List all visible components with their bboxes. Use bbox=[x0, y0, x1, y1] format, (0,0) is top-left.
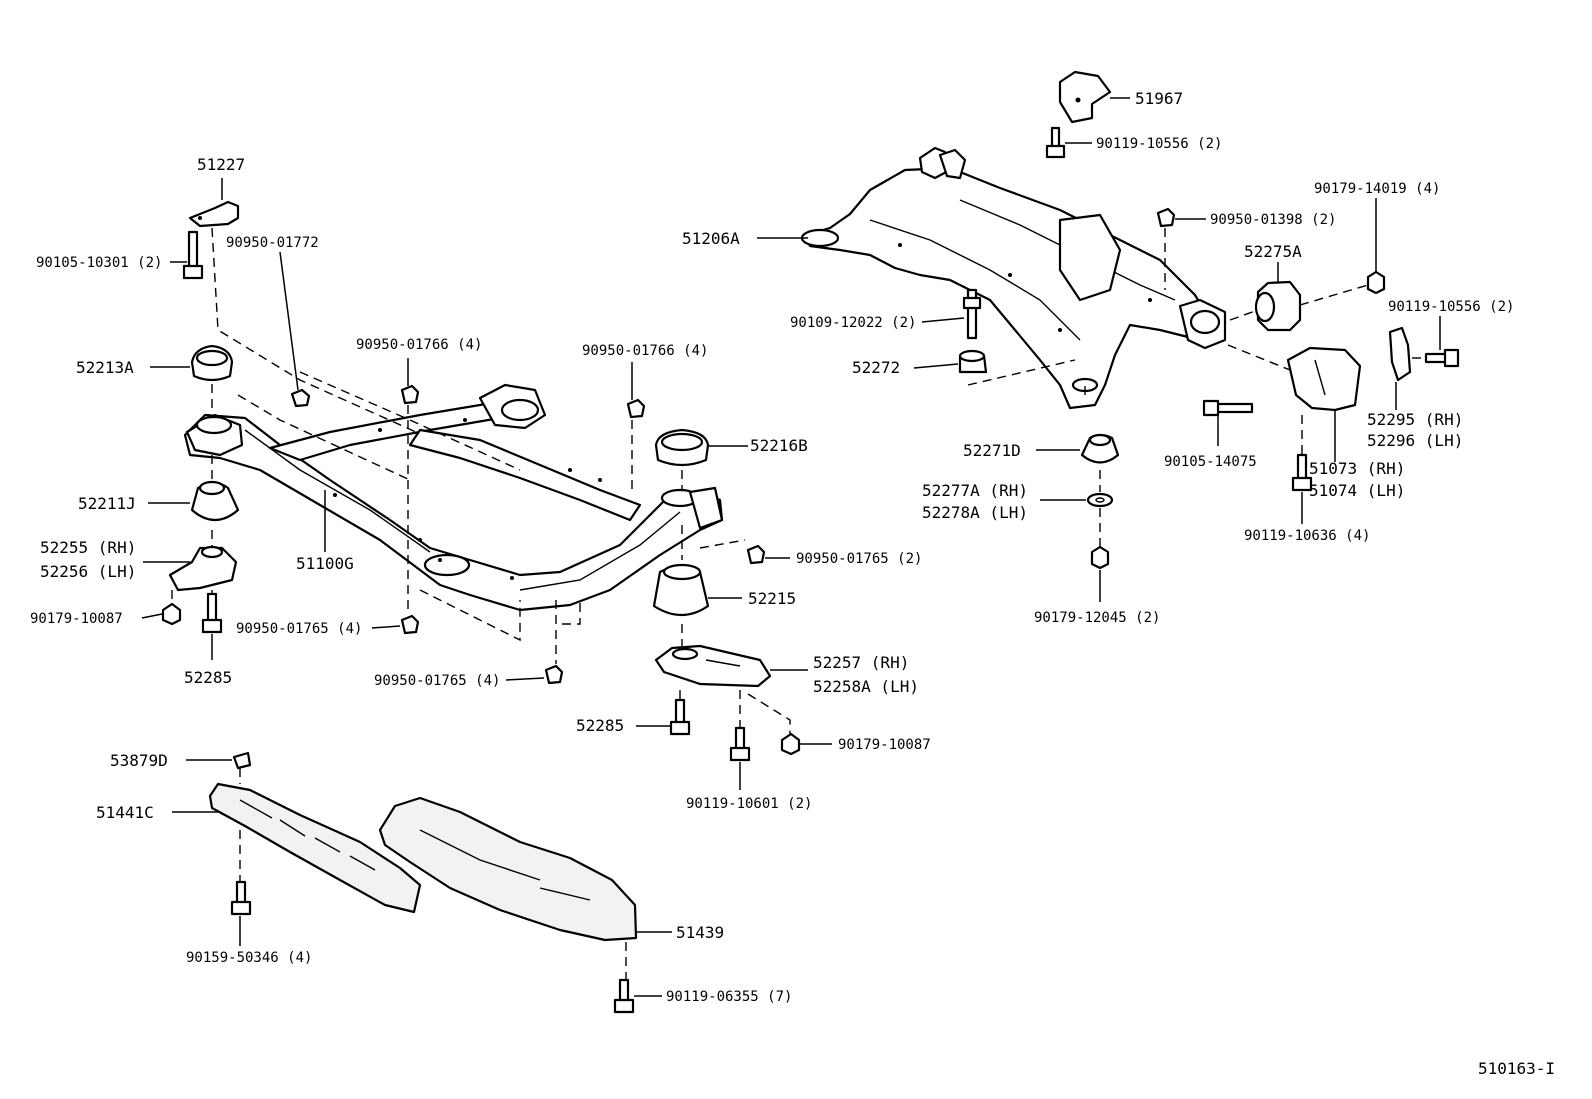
label-90109-12022[interactable]: 90109-12022 (2) bbox=[790, 315, 916, 331]
rear-crossmember-51206a[interactable] bbox=[800, 146, 1227, 410]
rear-assembly-lines bbox=[967, 228, 1426, 547]
label-52278a[interactable]: 52278A (LH) bbox=[922, 503, 1028, 522]
label-90950-01766-right[interactable]: 90950-01766 (4) bbox=[582, 343, 708, 359]
bracket-51967[interactable] bbox=[1058, 70, 1112, 124]
diagram-id: 510163-I bbox=[1478, 1059, 1555, 1078]
nut-90179-10087-right[interactable] bbox=[780, 732, 801, 756]
label-90119-10556-top[interactable]: 90119-10556 (2) bbox=[1096, 136, 1222, 152]
label-52216b[interactable]: 52216B bbox=[750, 436, 808, 455]
washer-52277a[interactable] bbox=[1086, 492, 1114, 508]
front-mount-cushion-upper-52213a[interactable] bbox=[190, 344, 234, 382]
bracket-52295[interactable] bbox=[1388, 326, 1412, 382]
label-51074[interactable]: 51074 (LH) bbox=[1309, 481, 1405, 500]
bolt-90119-10636[interactable] bbox=[1291, 453, 1313, 492]
front-mount-cushion-lower-52211j[interactable] bbox=[190, 480, 240, 522]
cover-assembly-lines bbox=[239, 768, 627, 980]
nut-90179-12045[interactable] bbox=[1090, 545, 1110, 570]
bolt-90119-10601[interactable] bbox=[729, 726, 751, 762]
part-labels: 51227 90105-10301 (2) 90950-01772 52213A… bbox=[30, 89, 1555, 1078]
nut-90950-01766-right[interactable] bbox=[626, 398, 646, 419]
label-52255[interactable]: 52255 (RH) bbox=[40, 538, 136, 557]
bolt-90119-06355[interactable] bbox=[613, 978, 635, 1014]
nut-90179-14019[interactable] bbox=[1366, 270, 1386, 295]
label-90119-10636[interactable]: 90119-10636 (4) bbox=[1244, 528, 1370, 544]
front-stopper-52255[interactable] bbox=[168, 545, 238, 592]
nut-90950-01765-c[interactable] bbox=[746, 544, 766, 565]
label-52211j[interactable]: 52211J bbox=[78, 494, 136, 513]
engine-under-cover-51439[interactable] bbox=[378, 796, 638, 942]
label-53879d[interactable]: 53879D bbox=[110, 751, 168, 770]
label-52295[interactable]: 52295 (RH) bbox=[1367, 410, 1463, 429]
stopper-52272[interactable] bbox=[958, 349, 988, 374]
label-52277a[interactable]: 52277A (RH) bbox=[922, 481, 1028, 500]
label-90179-10087-left[interactable]: 90179-10087 bbox=[30, 611, 123, 627]
nut-90179-10087-left[interactable] bbox=[161, 602, 182, 626]
bolt-52285-right[interactable] bbox=[669, 698, 691, 736]
nut-90950-01772[interactable] bbox=[290, 388, 311, 408]
label-51967[interactable]: 51967 bbox=[1135, 89, 1183, 108]
label-52285-left[interactable]: 52285 bbox=[184, 668, 232, 687]
label-90950-01398[interactable]: 90950-01398 (2) bbox=[1210, 212, 1336, 228]
label-52256[interactable]: 52256 (LH) bbox=[40, 562, 136, 581]
label-90179-14019[interactable]: 90179-14019 (4) bbox=[1314, 181, 1440, 197]
label-51206a[interactable]: 51206A bbox=[682, 229, 740, 248]
label-52258a[interactable]: 52258A (LH) bbox=[813, 677, 919, 696]
rear-member-support-51073[interactable] bbox=[1286, 346, 1362, 412]
label-90179-12045[interactable]: 90179-12045 (2) bbox=[1034, 610, 1160, 626]
bolt-52285-left[interactable] bbox=[201, 592, 223, 634]
label-51441c[interactable]: 51441C bbox=[96, 803, 154, 822]
label-90950-01772[interactable]: 90950-01772 bbox=[226, 235, 319, 251]
bushing-52275a[interactable] bbox=[1254, 280, 1302, 332]
label-90119-10556-right[interactable]: 90119-10556 (2) bbox=[1388, 299, 1514, 315]
label-52213a[interactable]: 52213A bbox=[76, 358, 134, 377]
nut-90950-01398[interactable] bbox=[1156, 207, 1176, 228]
front-mount-cushion-upper-52216b[interactable] bbox=[654, 428, 710, 467]
front-crossmember-51100g[interactable] bbox=[183, 383, 724, 612]
bolt-90105-14075[interactable] bbox=[1202, 399, 1254, 417]
label-51073[interactable]: 51073 (RH) bbox=[1309, 459, 1405, 478]
rear-mount-cushion-52271d[interactable] bbox=[1080, 433, 1120, 464]
label-52257[interactable]: 52257 (RH) bbox=[813, 653, 909, 672]
front-assembly-lines bbox=[171, 227, 791, 734]
bolt-90105-10301[interactable] bbox=[182, 230, 204, 280]
label-90950-01765-a[interactable]: 90950-01765 (4) bbox=[236, 621, 362, 637]
label-51100g[interactable]: 51100G bbox=[296, 554, 354, 573]
bolt-90119-10556-top[interactable] bbox=[1045, 126, 1066, 159]
label-90105-14075[interactable]: 90105-14075 bbox=[1164, 454, 1257, 470]
label-51439[interactable]: 51439 bbox=[676, 923, 724, 942]
label-90105-10301[interactable]: 90105-10301 (2) bbox=[36, 255, 162, 271]
bracket-51227[interactable] bbox=[188, 200, 240, 228]
label-90950-01765-2[interactable]: 90950-01765 (2) bbox=[796, 551, 922, 567]
bolt-90119-10556-right[interactable] bbox=[1424, 348, 1460, 368]
label-90119-06355[interactable]: 90119-06355 (7) bbox=[666, 989, 792, 1005]
label-52296[interactable]: 52296 (LH) bbox=[1367, 431, 1463, 450]
nut-90950-01766-left[interactable] bbox=[400, 384, 420, 405]
clip-53879d[interactable] bbox=[232, 751, 252, 770]
label-52272[interactable]: 52272 bbox=[852, 358, 900, 377]
leader-lines bbox=[141, 97, 1441, 997]
label-52285-right[interactable]: 52285 bbox=[576, 716, 624, 735]
label-90950-01766-left[interactable]: 90950-01766 (4) bbox=[356, 337, 482, 353]
label-90119-10601[interactable]: 90119-10601 (2) bbox=[686, 796, 812, 812]
label-52215[interactable]: 52215 bbox=[748, 589, 796, 608]
stud-bolt-90109-12022[interactable] bbox=[962, 288, 982, 340]
front-stopper-52257[interactable] bbox=[654, 644, 772, 688]
nut-90950-01765-b[interactable] bbox=[544, 664, 564, 685]
bolt-90159-50346[interactable] bbox=[230, 880, 252, 916]
label-90179-10087-right[interactable]: 90179-10087 bbox=[838, 737, 931, 753]
nut-90950-01765-a[interactable] bbox=[400, 614, 420, 635]
front-mount-cushion-lower-52215[interactable] bbox=[652, 563, 710, 617]
label-52271d[interactable]: 52271D bbox=[963, 441, 1021, 460]
label-51227[interactable]: 51227 bbox=[197, 155, 245, 174]
label-90159-50346[interactable]: 90159-50346 (4) bbox=[186, 950, 312, 966]
label-52275a[interactable]: 52275A bbox=[1244, 242, 1302, 261]
engine-under-cover-51441c[interactable] bbox=[208, 782, 422, 914]
label-90950-01765-b[interactable]: 90950-01765 (4) bbox=[374, 673, 500, 689]
